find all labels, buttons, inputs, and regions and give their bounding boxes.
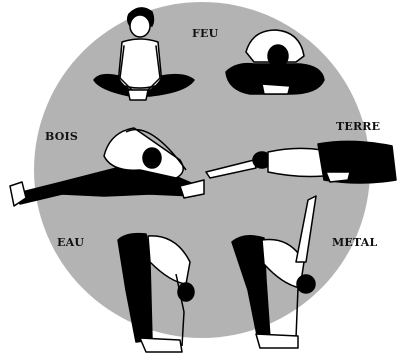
label-feu: FEU: [192, 27, 218, 40]
label-terre: TERRE: [336, 120, 380, 133]
label-metal: METAL: [332, 236, 377, 249]
label-eau: EAU: [57, 236, 84, 249]
label-bois: BOIS: [45, 130, 78, 143]
